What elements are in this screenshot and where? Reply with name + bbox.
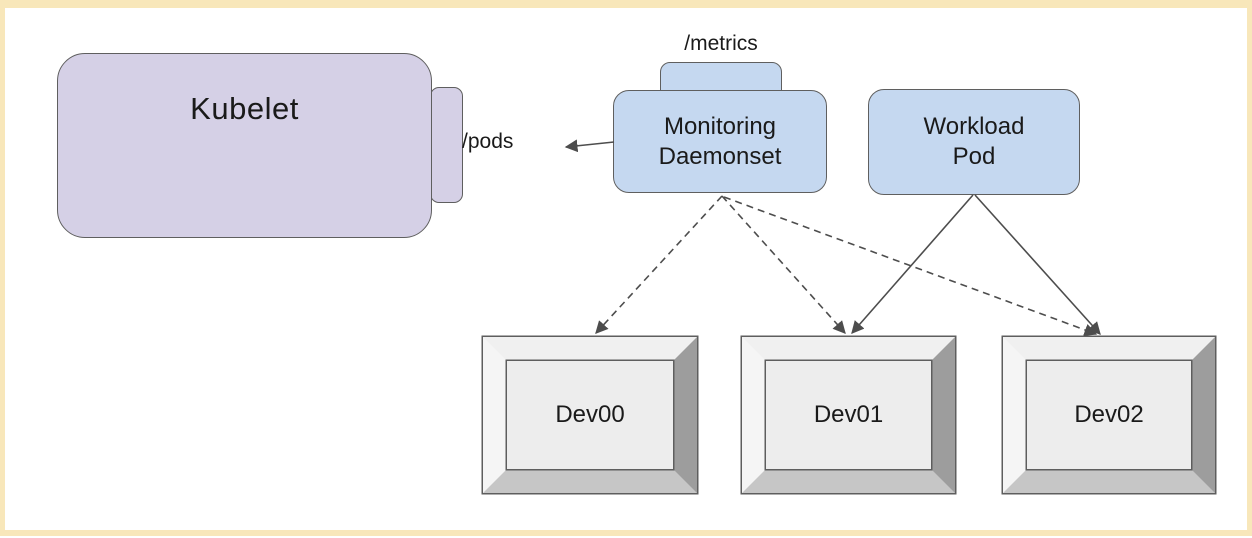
dev01-label: Dev01 [813, 401, 884, 428]
kubelet-label: Kubelet [190, 91, 299, 126]
edge-workload-to-dev02 [974, 194, 1101, 335]
workload-label-line2: Pod [952, 143, 996, 170]
node-dev00: Dev00 [483, 337, 697, 493]
node-dev01: Dev01 [742, 337, 955, 493]
monitoring-label-line2: Daemonset [658, 142, 782, 170]
dev00-face: Dev00 [507, 361, 673, 469]
pods-endpoint-label: /pods [462, 130, 514, 153]
workload-label-line1: Workload [923, 113, 1025, 140]
dev02-label: Dev02 [1074, 401, 1144, 428]
edge-workload-to-dev01 [851, 194, 974, 334]
edge-monitoring-to-dev02 [723, 196, 1098, 337]
dev02-face: Dev02 [1027, 361, 1191, 469]
node-monitoring-daemonset: Monitoring Daemonset [613, 90, 827, 193]
dev00-label: Dev00 [555, 401, 625, 428]
node-kubelet: Kubelet [57, 53, 432, 238]
edge-monitoring-to-pods [564, 139, 615, 153]
kubelet-port-tab [430, 87, 463, 203]
edge-monitoring-to-dev01 [721, 195, 846, 334]
monitoring-label-line1: Monitoring [663, 112, 777, 140]
dev01-face: Dev01 [766, 361, 931, 469]
edge-monitoring-to-dev00 [595, 195, 723, 334]
metrics-endpoint-label: /metrics [684, 32, 758, 55]
node-workload-pod: Workload Pod [868, 89, 1080, 195]
node-dev02: Dev02 [1003, 337, 1215, 493]
